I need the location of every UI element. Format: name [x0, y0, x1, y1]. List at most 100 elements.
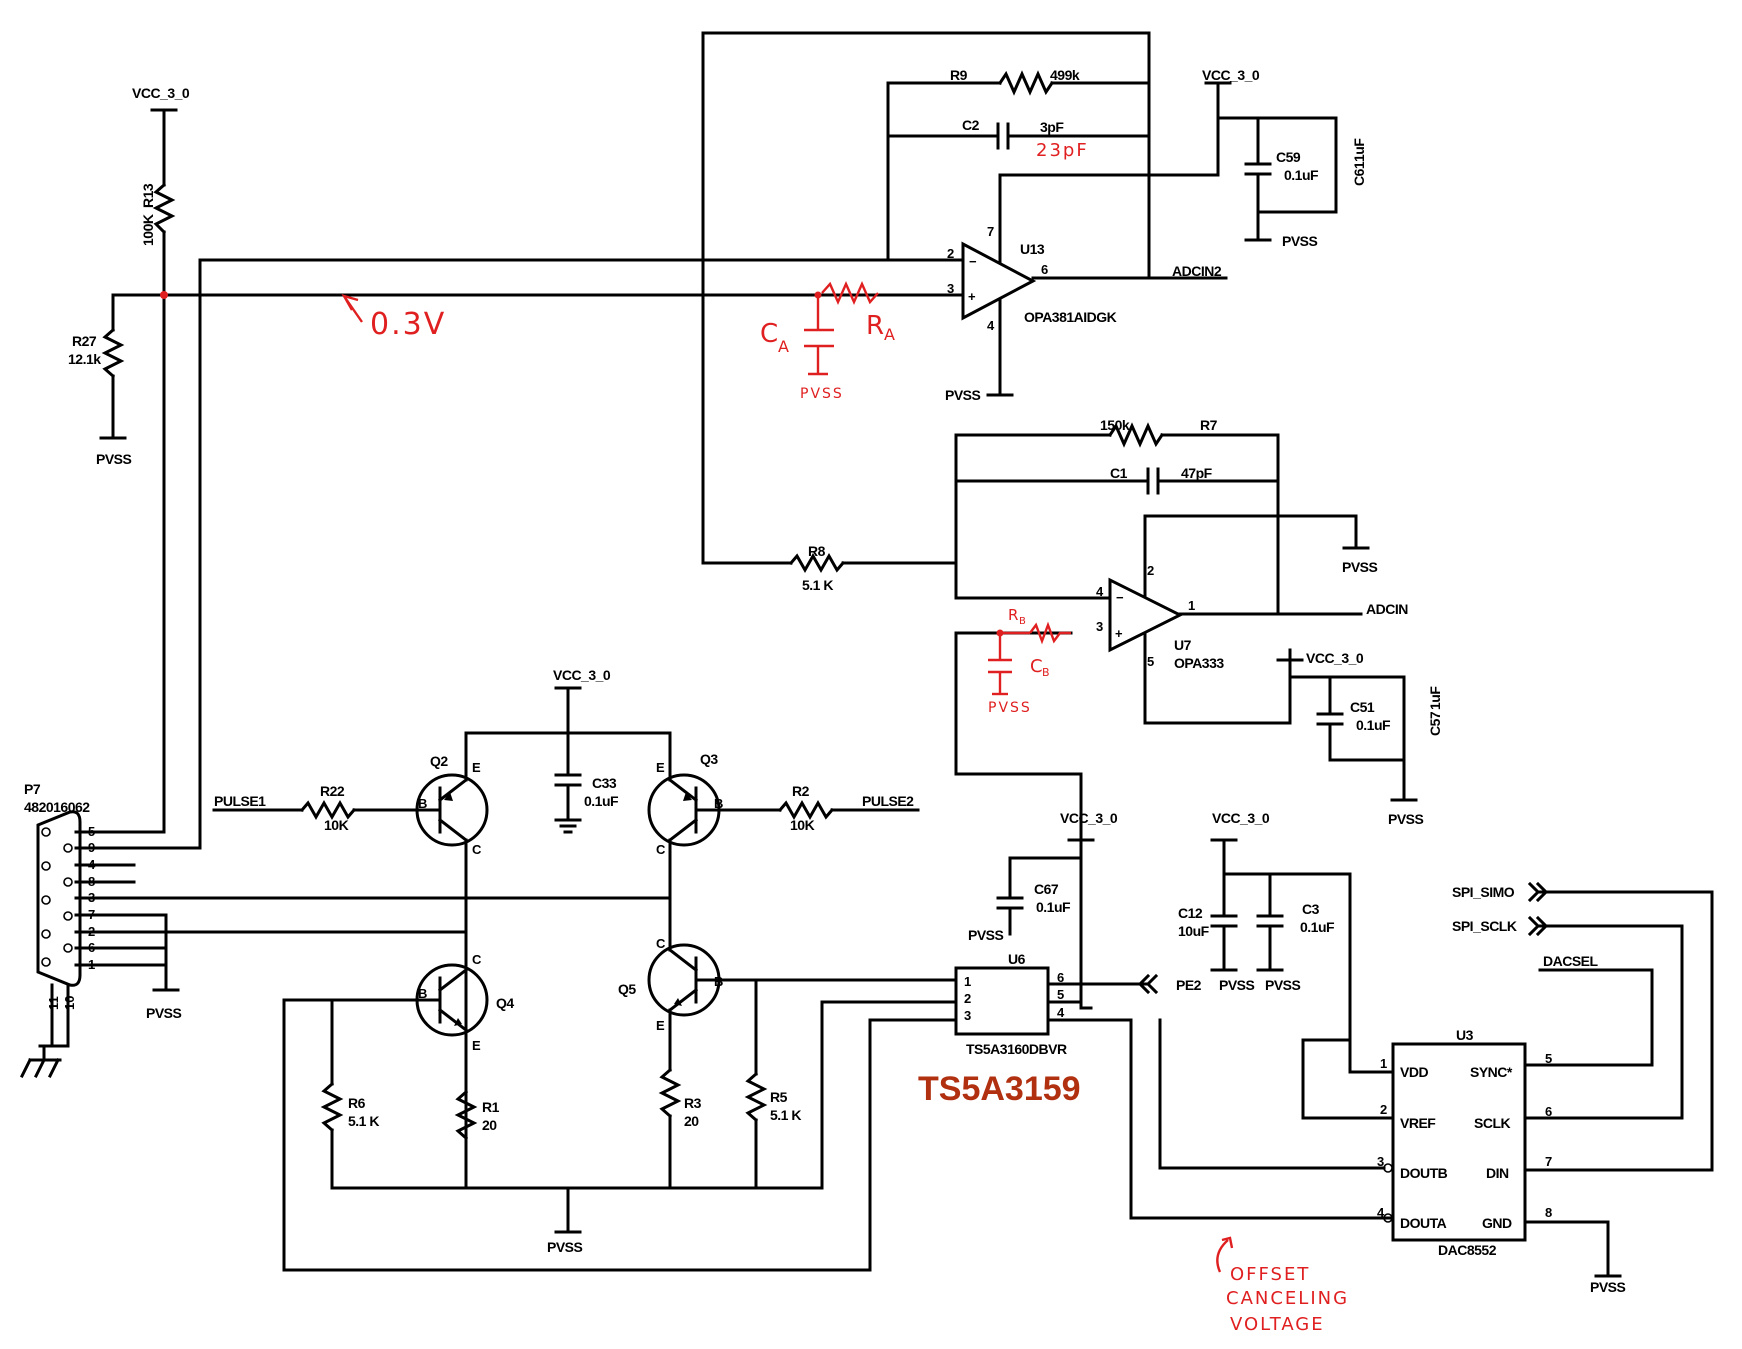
- net-pulse2: PULSE2: [862, 793, 914, 809]
- net-adcin2: ADCIN2: [1172, 263, 1222, 279]
- svg-text:E: E: [656, 760, 665, 775]
- svg-text:E: E: [472, 1038, 481, 1053]
- svg-text:2: 2: [947, 246, 954, 261]
- r3-value: 20: [684, 1113, 699, 1129]
- resistor-r6: [320, 1081, 344, 1133]
- markup-ra-ca: [804, 281, 879, 376]
- opamp-u13: [961, 241, 1037, 321]
- u3-pin-douta: DOUTA: [1400, 1215, 1447, 1231]
- svg-text:E: E: [472, 760, 481, 775]
- svg-text:7: 7: [1545, 1154, 1552, 1169]
- svg-text:C: C: [472, 842, 482, 857]
- resistor-r1: [454, 1089, 478, 1141]
- resistor-r8: [788, 552, 846, 574]
- pvss-label-p7: PVSS: [146, 1005, 182, 1021]
- p7-pin: 5: [88, 824, 95, 839]
- c3-value: 0.1uF: [1300, 919, 1335, 935]
- c61-value: 1uF: [1351, 138, 1367, 162]
- p7-pin: 1: [88, 957, 95, 972]
- annotation-rb-sub: B: [1019, 616, 1028, 627]
- u3-pin-vdd: VDD: [1400, 1064, 1428, 1080]
- q3-ref: Q3: [700, 751, 718, 767]
- svg-text:+: +: [968, 289, 976, 304]
- annotation-pvss-b: PVSS: [988, 700, 1032, 716]
- p7-pin: 4: [88, 857, 96, 872]
- svg-text:3: 3: [947, 281, 954, 296]
- svg-text:3: 3: [1096, 619, 1103, 634]
- vcc-label-u6: VCC_3_0: [1060, 810, 1118, 826]
- u6-ref: U6: [1008, 951, 1026, 967]
- svg-text:5: 5: [1545, 1051, 1552, 1066]
- resistor-r27: [101, 327, 125, 379]
- p7-pin-11: 11: [46, 996, 61, 1010]
- svg-text:5: 5: [1057, 987, 1064, 1002]
- svg-text:8: 8: [1545, 1205, 1552, 1220]
- r8-ref: R8: [808, 543, 826, 559]
- svg-text:6: 6: [1057, 970, 1064, 985]
- u13-ref: U13: [1020, 241, 1045, 257]
- svg-text:C: C: [656, 936, 666, 951]
- c12-value: 10uF: [1178, 923, 1210, 939]
- c51-value: 0.1uF: [1356, 717, 1391, 733]
- svg-text:5: 5: [1147, 654, 1154, 669]
- u3-pin-din: DIN: [1486, 1165, 1509, 1181]
- resistor-r22: [299, 799, 357, 821]
- u3-pin-vref: VREF: [1400, 1115, 1436, 1131]
- u3-pin-sclk: SCLK: [1474, 1115, 1511, 1131]
- pvss-label-r27: PVSS: [96, 451, 132, 467]
- connector-p7: [19, 810, 672, 1079]
- svg-text:7: 7: [987, 224, 994, 239]
- svg-text:−: −: [1116, 590, 1124, 605]
- svg-text:E: E: [656, 1018, 665, 1033]
- annotation-cb: C: [1030, 656, 1045, 677]
- annotation-switch-part: TS5A3159: [918, 1070, 1081, 1108]
- svg-text:2: 2: [1147, 563, 1154, 578]
- r6-ref: R6: [348, 1095, 366, 1111]
- handwritten-annotations: 0.3V 23pF C A R A PVSS R B C B PVSS OFFS…: [341, 140, 1349, 1335]
- resistor-r5: [744, 1071, 768, 1123]
- q2-ref: Q2: [430, 753, 448, 769]
- p7-pin-10: 10: [62, 996, 77, 1010]
- resistor-r13: [152, 182, 176, 235]
- u13-amplifier-section: − + 2 3 6 7 4: [701, 31, 1338, 565]
- net-adcin: ADCIN: [1366, 601, 1408, 617]
- q4-ref: Q4: [496, 995, 514, 1011]
- c1-value: 47pF: [1181, 465, 1213, 481]
- p7-ref: P7: [24, 781, 41, 797]
- annotation-offset-1: OFFSET: [1230, 1264, 1310, 1285]
- r27-value: 12.1k: [68, 351, 101, 367]
- resistor-r3: [658, 1067, 682, 1119]
- r9-ref: R9: [950, 67, 968, 83]
- c57-ref: C57: [1427, 711, 1443, 736]
- c33-ref: C33: [592, 775, 617, 791]
- c59-ref: C59: [1276, 149, 1301, 165]
- resistor-r7: [1107, 422, 1165, 448]
- r13-value: 100K: [140, 214, 156, 246]
- vcc-label-bridge: VCC_3_0: [553, 667, 611, 683]
- pvss-label-u7: PVSS: [1342, 559, 1378, 575]
- annotation-ca-sub: A: [778, 337, 791, 356]
- r9-value: 499k: [1050, 67, 1080, 83]
- p7-part: 482016062: [24, 799, 90, 815]
- markup-rb-cb: [988, 621, 1071, 696]
- svg-text:B: B: [714, 974, 723, 989]
- svg-text:1: 1: [964, 974, 971, 989]
- c33-value: 0.1uF: [584, 793, 619, 809]
- u7-ref: U7: [1174, 637, 1192, 653]
- r27-ref: R27: [72, 333, 97, 349]
- r13-ref: R13: [140, 183, 156, 208]
- u7-part: OPA333: [1174, 655, 1224, 671]
- vcc-label-dac: VCC_3_0: [1212, 810, 1270, 826]
- dac-u3: 1 2 3 4 5 6 7 8: [1129, 838, 1714, 1278]
- net-pulse1: PULSE1: [214, 793, 266, 809]
- c2-value: 3pF: [1040, 119, 1064, 135]
- annotation-offset-2: CANCELING: [1226, 1288, 1349, 1309]
- svg-text:1: 1: [1380, 1056, 1387, 1071]
- r22-value: 10K: [324, 817, 349, 833]
- r5-ref: R5: [770, 1089, 788, 1105]
- svg-text:C: C: [472, 952, 482, 967]
- r8-value: 5.1 K: [802, 577, 833, 593]
- c3-ref: C3: [1302, 901, 1320, 917]
- annotation-offset-3: VOLTAGE: [1230, 1314, 1325, 1335]
- svg-text:6: 6: [1545, 1104, 1552, 1119]
